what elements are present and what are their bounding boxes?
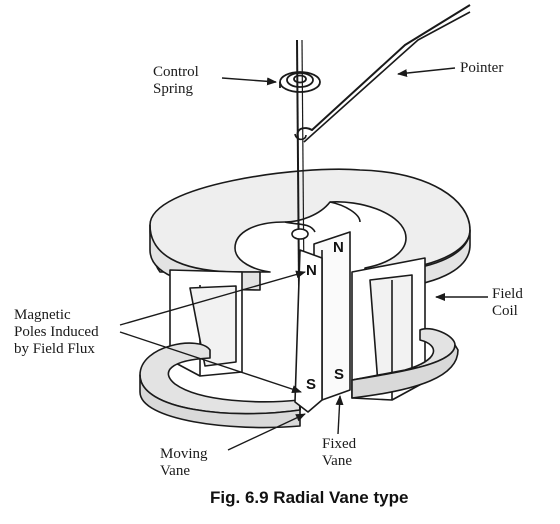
leader-pole-north [119,270,306,326]
fixed-vane-north-pole: N [333,239,344,256]
control-spring-label: Control Spring [153,64,199,97]
field-coil-label: Field Coil [492,286,523,319]
pointer-arm [296,4,471,139]
pointer-label: Pointer [460,60,504,76]
magnetic-poles-label: Magnetic Poles Induced by Field Flux [14,307,99,357]
leader-control-spring [221,77,277,86]
fixed-vane-label: Fixed Vane [322,436,357,469]
control-spring [279,71,321,93]
fixed-vane-south-pole: S [334,366,345,383]
leader-fixed-vane [335,395,344,435]
moving-vane-south-pole: S [306,376,317,393]
leader-pointer [397,67,456,78]
moving-vane [294,249,323,413]
field-coil-body [139,168,471,429]
figure-caption: Fig. 6.9 Radial Vane type [210,488,409,507]
leader-pole-south [119,331,302,393]
moving-vane-label: Moving Vane [160,446,208,479]
leader-moving-vane [227,413,306,451]
moving-vane-north-pole: N [306,262,317,279]
